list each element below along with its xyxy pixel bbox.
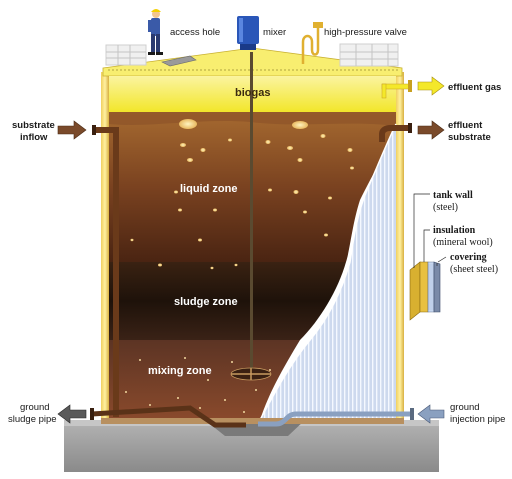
substrate-inflow-pipe	[92, 125, 119, 417]
ground-slab	[64, 420, 439, 472]
mixing-zone-label: mixing zone	[148, 365, 212, 377]
effluent-substrate-label-line1: effluent	[448, 120, 483, 131]
wall-layers-detail	[409, 193, 441, 321]
ground-injection-pipe-label-line1: ground	[450, 402, 480, 413]
sludge-zone-area	[109, 262, 346, 340]
worker-figure	[148, 9, 163, 55]
insulation-label: insulation	[433, 225, 476, 236]
high-pressure-valve-label: high-pressure valve	[324, 27, 407, 38]
effluent-gas-label: effluent gas	[448, 82, 501, 93]
substrate-inflow-label-line2: inflow	[20, 132, 48, 143]
substrate-inflow-arrow	[57, 120, 87, 140]
covering-material-label: (sheet steel)	[450, 264, 498, 275]
effluent-substrate-label-line2: substrate	[448, 132, 491, 143]
effluent-substrate-arrow	[417, 120, 445, 140]
sludge-zone-label: sludge zone	[174, 296, 238, 308]
biogas-label: biogas	[235, 87, 270, 99]
covering-label: covering	[450, 252, 487, 263]
ground-sludge-pipe-label-line2: sludge pipe	[8, 414, 57, 425]
access-hole	[161, 55, 197, 67]
ground-sludge-pipe-label-line1: ground	[20, 402, 50, 413]
ground-injection-arrow	[417, 404, 445, 424]
roof-railing	[105, 43, 399, 67]
high-pressure-valve-pipe	[301, 22, 323, 64]
left-tank-wall	[101, 72, 109, 424]
ground-injection-pipe-label-line2: injection pipe	[450, 414, 505, 425]
insulation-material-label: (mineral wool)	[433, 237, 493, 248]
access-hole-label: access hole	[170, 27, 220, 38]
liquid-zone-label: liquid zone	[180, 183, 237, 195]
mixer-motor	[237, 16, 259, 50]
tank-wall-material-label: (steel)	[433, 202, 458, 213]
effluent-gas-arrow	[417, 76, 445, 96]
gas-bubbles	[130, 119, 354, 270]
right-tank-wall	[396, 72, 404, 424]
tank-wall-layer	[409, 261, 421, 321]
effluent-substrate-pipe	[379, 123, 412, 142]
ground-sludge-arrow	[57, 404, 87, 424]
mixer-label: mixer	[263, 27, 286, 38]
ground-sludge-pipe	[90, 405, 246, 428]
cutaway-insulation	[260, 124, 396, 420]
mixer-assembly	[230, 52, 272, 381]
ground-injection-pipe	[258, 408, 414, 427]
covering-layer	[433, 261, 441, 313]
effluent-gas-pipe	[381, 80, 412, 99]
tank-wall-label: tank wall	[433, 190, 473, 201]
substrate-inflow-label-line1: substrate	[12, 120, 55, 131]
